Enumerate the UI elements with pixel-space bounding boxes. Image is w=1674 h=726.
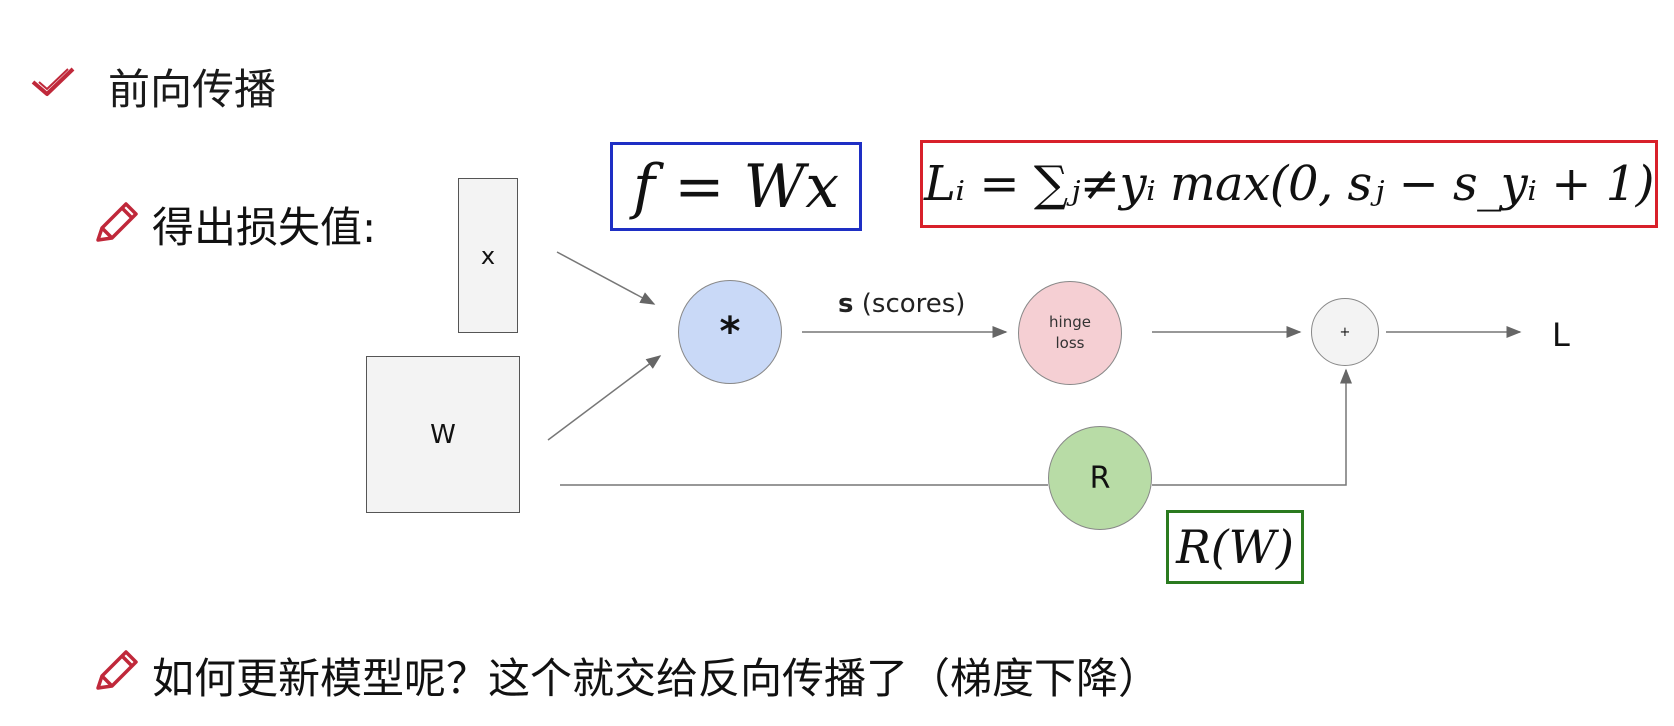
backprop-note: 如何更新模型呢？这个就交给反向传播了（梯度下降） [152, 654, 1161, 703]
regularization-formula: R(W) [1166, 510, 1304, 584]
loss-heading: 得出损失值: [152, 203, 377, 252]
input-x-label: x [480, 241, 496, 270]
input-x-box: x [458, 178, 518, 333]
section-heading: 前向传播 [108, 65, 277, 114]
edge-x-to-mul [556, 251, 656, 305]
edge-w-to-mul [547, 355, 662, 441]
loss-output-label: L [1552, 316, 1570, 354]
weights-w-label: W [430, 419, 456, 450]
hinge-loss-formula: Lᵢ = ∑ⱼ≠yᵢ max(0, sⱼ − s_yᵢ + 1) [920, 140, 1658, 228]
sum-node: + [1311, 298, 1379, 366]
check-icon [31, 67, 75, 96]
multiply-node: * [678, 280, 782, 384]
pencil-icon [96, 650, 138, 690]
score-function-formula: f = Wx [610, 142, 862, 231]
regularizer-node: R [1048, 426, 1152, 530]
pencil-icon [96, 202, 138, 242]
scores-label: s (scores) [838, 289, 966, 319]
edge-r-to-plus [1152, 368, 1352, 486]
weights-w-box: W [366, 356, 520, 513]
